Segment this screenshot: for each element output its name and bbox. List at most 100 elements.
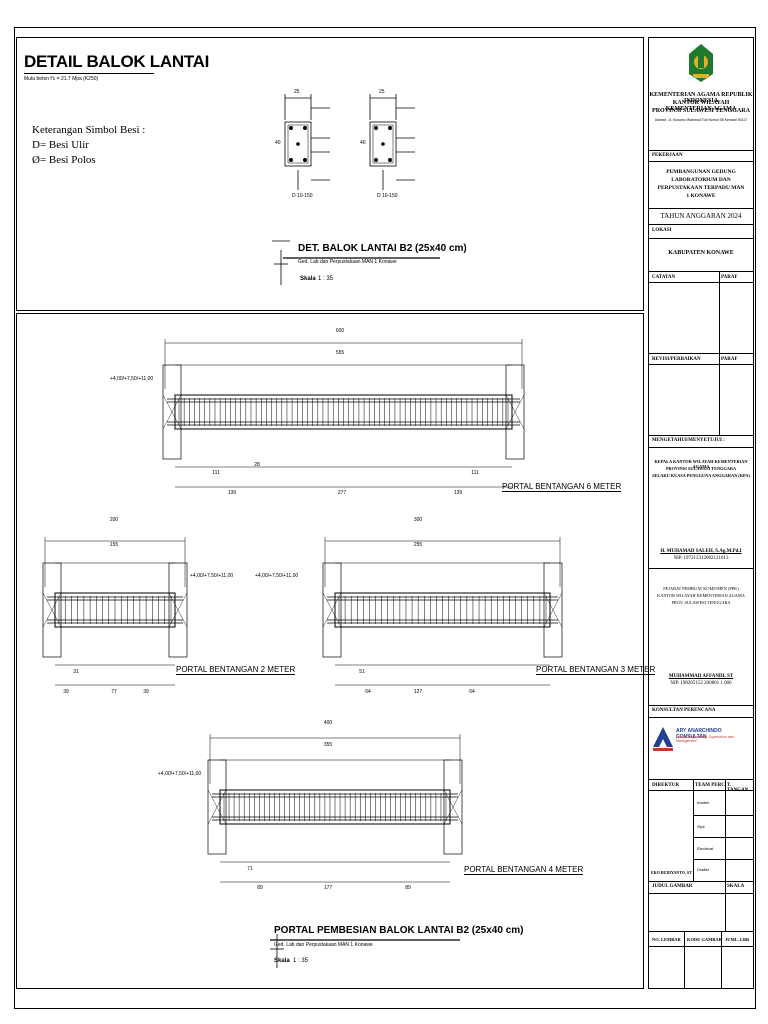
ttangan-label: T. TANGAN (727, 783, 749, 793)
p6-inner: 555 (335, 350, 345, 356)
page-title: DETAIL BALOK LANTAI (24, 52, 210, 71)
p2-d1: 31 (73, 669, 79, 675)
section1-height: 40 (275, 140, 281, 146)
ppk-line3: PROV. SULAWESI TENGGARA (671, 600, 731, 605)
ppk-line2: KANTOR WILAYAH KEMENTERIAN AGAMA (657, 593, 745, 598)
portal2-beam (42, 537, 188, 686)
section2-width: 25 (379, 89, 385, 95)
ppk-name: MUHAMMAD AFFANDI, ST (668, 674, 734, 679)
p4-d1: 71 (247, 866, 253, 872)
title-block: KEMENTERIAN AGAMA REPUBLIK INDONESIA KAN… (648, 37, 754, 989)
ppk-line1: PEJABAT PEMBUAT KOMITMEN (PPK) (663, 586, 739, 591)
legend-heading: Keterangan Simbol Besi : (32, 124, 146, 136)
portal-scale-value: 1 : 35 (293, 958, 309, 964)
team-arsitek: Arsitek (697, 800, 710, 805)
p4-label: PORTAL BENTANGAN 4 METER (464, 865, 584, 875)
p4-total: 400 (323, 720, 333, 726)
org-line3: PROVINSI SULAWESI TENGGARA (652, 108, 750, 114)
p2-d2: 39 (63, 689, 69, 695)
kpa-nip: NIP. 197212312002121013 (673, 556, 729, 561)
p6-d2: 139 (227, 490, 237, 496)
p4-d2: 89 (257, 885, 263, 891)
p4-d3: 177 (323, 885, 333, 891)
team-electrical: Electrical (697, 846, 714, 851)
p4-level: +4,00/+7,50/+11,00 (158, 771, 202, 777)
consultant-logo (653, 727, 673, 751)
p3-d3: 127 (413, 689, 423, 695)
direktur-label: DIREKTUR (652, 783, 679, 788)
detail-scale-value: 1 : 35 (318, 276, 334, 282)
p2-inner: 155 (109, 542, 119, 548)
portal-subtitle: Ged. Lab dan Perpustakaan MAN 1 Konawe (274, 942, 373, 948)
direktur-name: EKO BUDIYANTO, ST (651, 870, 692, 875)
catatan-label: CATATAN (652, 275, 676, 280)
legend-polos: Ø= Besi Polos (32, 154, 96, 166)
p3-label: PORTAL BENTANGAN 3 METER (536, 665, 656, 675)
paraf-label: PARAF (721, 275, 738, 280)
drawing-frame-bottom (16, 313, 644, 989)
portal-title: PORTAL PEMBESIAN BALOK LANTAI B2 (25x40 … (274, 925, 524, 936)
konsultan-label: KONSULTAN PERENCANA (652, 708, 716, 713)
section1-width: 25 (294, 89, 300, 95)
portal-scale-label: Skala (274, 958, 290, 964)
lokasi-value: KABUPATEN KONAWE (668, 250, 734, 256)
org-line2: KANTOR WILAYAH KEMENTERIAN AGAMA (665, 100, 737, 112)
p4-d4: 89 (405, 885, 411, 891)
consultant-tagline: Design Engineering, Supervision dan Mana… (676, 735, 734, 743)
p2-level: +4,00/+7,50/+11,00 (190, 573, 234, 579)
ppk-nip: NIP. 198205152 200801 1 006 (670, 681, 732, 686)
org-line1: KEMENTERIAN AGAMA REPUBLIK INDONESIA (649, 92, 753, 104)
p3-level: +4,00/+7,50/+11,00 (255, 573, 299, 579)
title-underline (24, 73, 154, 74)
p6-total: 600 (335, 328, 345, 334)
p2-total: 200 (109, 517, 119, 523)
kpa-line3: SELAKU KUASA PENGGUNA ANGGARAN (KPA) (652, 473, 750, 478)
beam-section-2 (369, 94, 415, 190)
beam-section-1 (284, 94, 330, 190)
org-address: Alamat : Jl. Kusumo Wahmud Tuk Nomor 08 … (654, 118, 748, 122)
kemenag-logo (689, 44, 713, 82)
p6-level: +4,00/+7,50/+11,00 (110, 376, 154, 382)
p4-inner: 355 (323, 742, 333, 748)
team-label: TEAM PERC. (695, 783, 727, 788)
team-sipil: Sipil (697, 824, 705, 829)
p3-inner: 255 (413, 542, 423, 548)
portal4-beam (207, 734, 463, 883)
title-subtitle: Mutu beton f'c = 21.7 Mpa (K250) (24, 76, 99, 82)
judul-label: JUDUL GAMBAR (652, 884, 693, 889)
p2-d4: 39 (143, 689, 149, 695)
lokasi-label: LOKASI (652, 228, 672, 233)
portal6-beam (162, 339, 525, 488)
p2-label: PORTAL BENTANGAN 2 METER (176, 665, 296, 675)
detail-subtitle: Ged. Lab dan Perpustakaan MAN 1 Konawe (298, 259, 397, 265)
kpa-line2: PROVINSI SULAWESI TENGGARA (665, 466, 737, 471)
drawing-frame-top (16, 37, 644, 311)
p3-total: 300 (413, 517, 423, 523)
p6-d4: 139 (453, 490, 463, 496)
p3-d2: 64 (365, 689, 371, 695)
sheet-frame (14, 27, 756, 1009)
consultant-name: ARY ANARCHINDO CONSULTAN (676, 728, 722, 740)
detail-scale-label: Skala (300, 276, 316, 282)
p3-d1: 51 (359, 669, 365, 675)
p6-d1: 111 (212, 470, 220, 476)
p6-label: PORTAL BENTANGAN 6 METER (502, 482, 622, 492)
kpa-name: H. MUHAMAD SALEH, S.Ag.M.Pd.I (660, 549, 742, 554)
section1-note: D 10-150 (292, 193, 313, 199)
tahun-anggaran: TAHUN ANGGARAN 2024 (660, 212, 742, 220)
revisi-label: REVISI/PERBAIKAN (652, 357, 701, 362)
mengetahui-label: MENGETAHUI/MENYETUJUI : (652, 438, 725, 443)
p6-d5: 111 (471, 470, 479, 476)
paraf2-label: PARAF (721, 357, 738, 362)
p6-d3: 277 (337, 490, 347, 496)
kode-label: KODE GAMBAR (687, 937, 722, 942)
portal3-beam (322, 537, 563, 686)
p6-d6: 28 (254, 462, 260, 468)
team-drafter: Drafter (697, 867, 710, 872)
section2-note: D 10-150 (377, 193, 398, 199)
detail-title: DET. BALOK LANTAI B2 (25x40 cm) (298, 243, 467, 254)
p3-d4: 64 (469, 689, 475, 695)
pekerjaan-value: PEMBANGUNAN GEDUNG LABORATORIUM DAN PERP… (657, 169, 745, 199)
legend-ulir: D= Besi Ulir (32, 139, 89, 151)
pekerjaan-label: PEKERJAAN (652, 153, 683, 158)
